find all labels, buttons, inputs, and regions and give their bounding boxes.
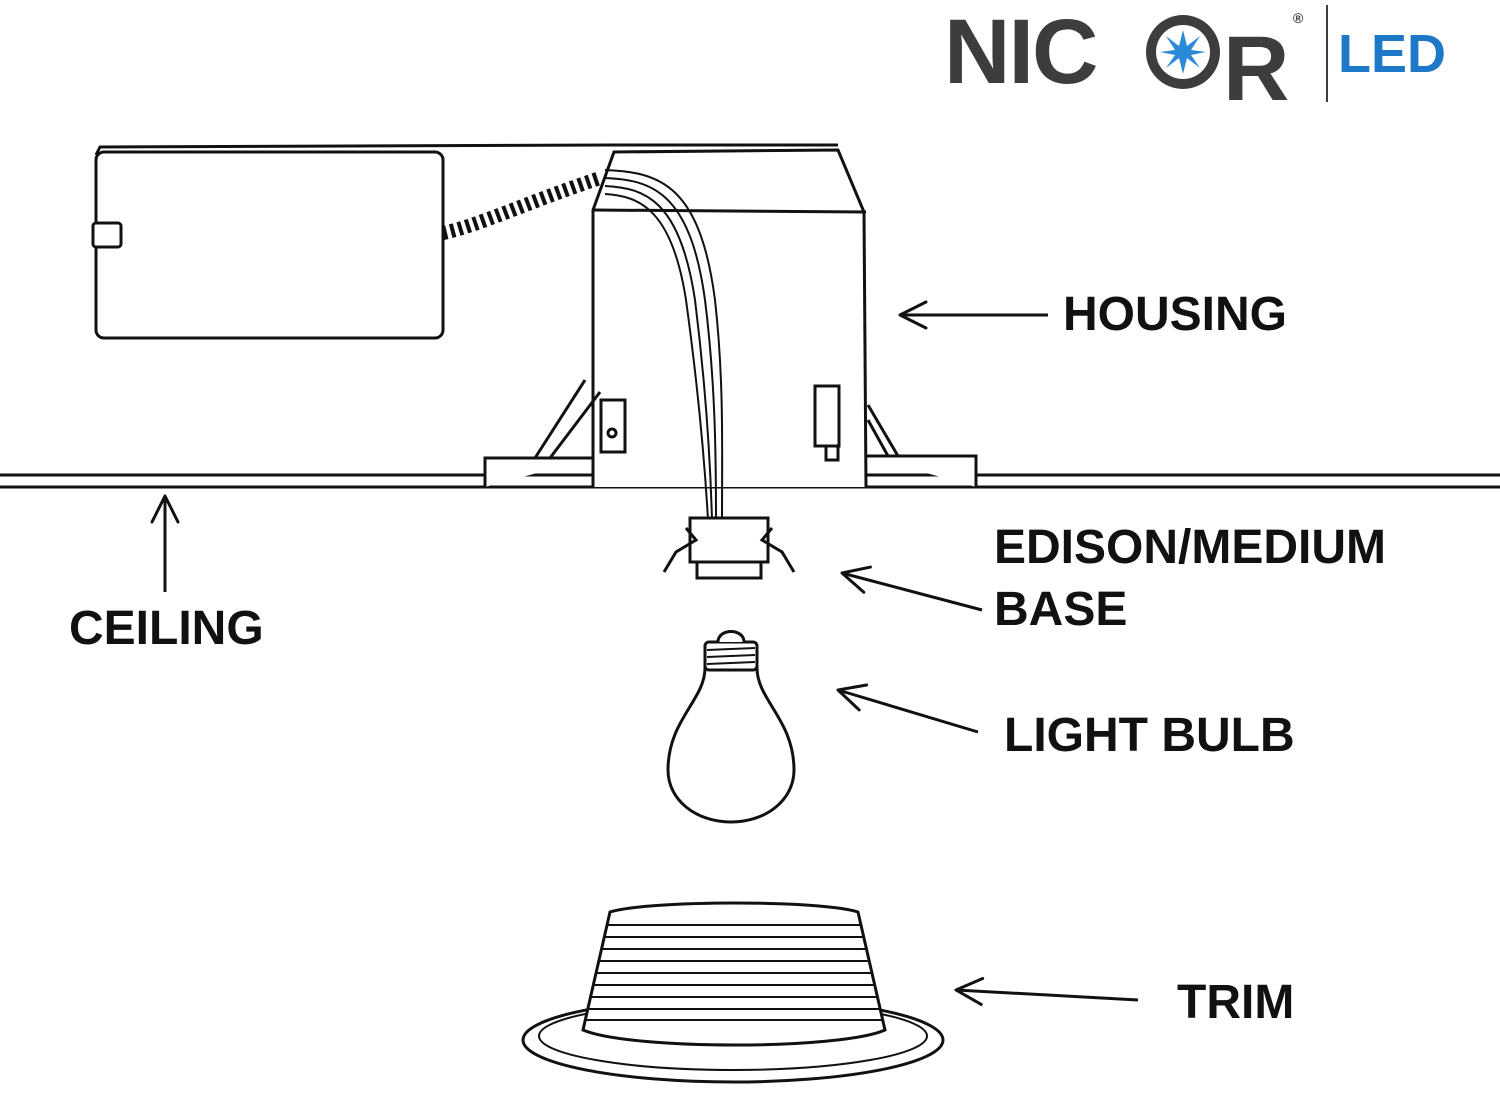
base-arrow <box>840 565 983 612</box>
junction-box <box>91 143 838 340</box>
wires <box>604 169 724 521</box>
edison-socket <box>662 516 796 580</box>
bulb-arrow <box>836 683 979 734</box>
logo-registered: ® <box>1293 10 1304 26</box>
bulb-label: LIGHT BULB <box>1004 709 1295 762</box>
trim-arrow <box>954 976 1139 1006</box>
logo-led: LED <box>1338 24 1446 84</box>
base-label-line1: EDISON/MEDIUM <box>994 521 1387 574</box>
ceiling-label: CEILING <box>69 602 264 655</box>
flex-conduit <box>441 171 603 240</box>
trim <box>521 901 945 1084</box>
logo-text-left: NIC <box>944 4 1098 100</box>
base-label-line2: BASE <box>994 583 1128 636</box>
trim-label: TRIM <box>1177 976 1295 1029</box>
housing-can <box>483 148 978 488</box>
logo-wordmark: NIC R <box>944 4 1304 117</box>
logo-text-right: R <box>1223 18 1289 117</box>
logo-star-icon <box>1146 15 1220 89</box>
light-bulb <box>666 630 796 824</box>
housing-label: HOUSING <box>1063 288 1288 341</box>
